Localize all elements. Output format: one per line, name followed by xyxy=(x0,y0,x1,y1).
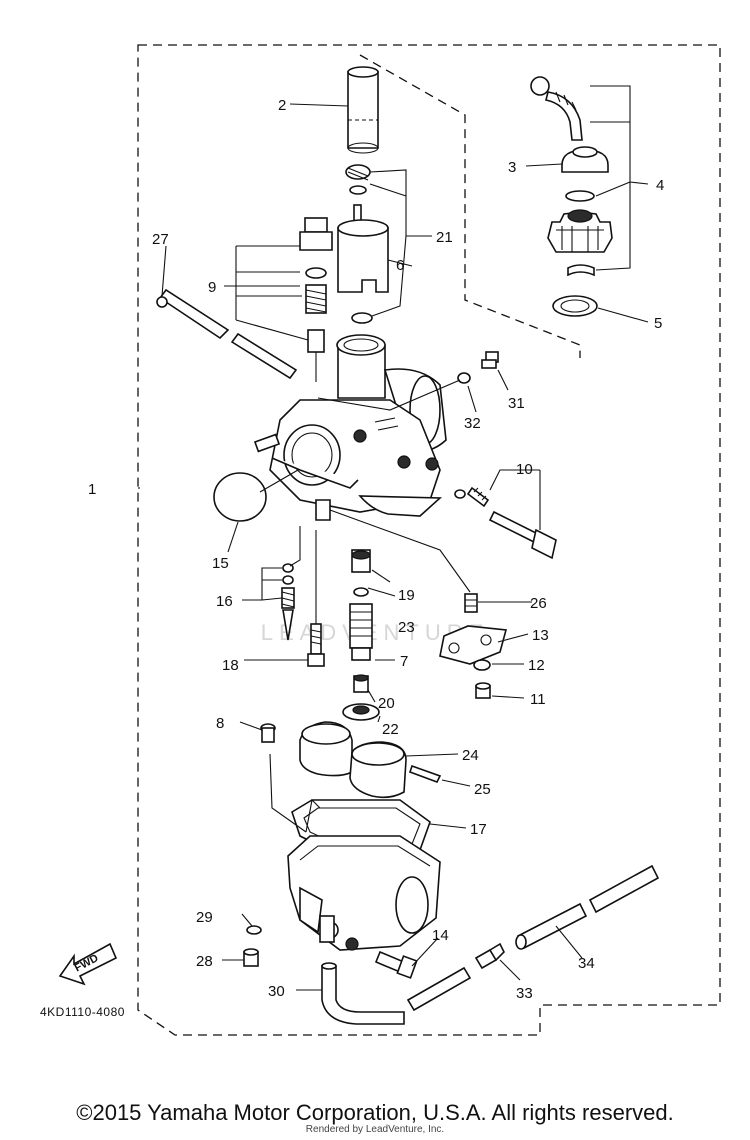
callout-16: 16 xyxy=(216,593,233,610)
hose-segment-lower xyxy=(406,966,472,1012)
part-27-hose xyxy=(156,288,298,380)
assembly-boundary xyxy=(137,44,721,1036)
part-28-plug xyxy=(243,948,259,967)
callout-26: 26 xyxy=(530,595,547,612)
part-23-o-ring xyxy=(353,587,369,597)
part-16-pilot-jet xyxy=(281,563,295,641)
part-22-washer xyxy=(342,703,380,721)
part-7-main-jet-holder xyxy=(349,603,373,661)
callout-18: 18 xyxy=(222,657,239,674)
part-33-fitting xyxy=(474,942,505,970)
part-32-washer xyxy=(457,372,471,384)
callout-17: 17 xyxy=(470,821,487,838)
callout-30: 30 xyxy=(268,983,285,1000)
part-15-o-ring xyxy=(213,472,267,522)
part-34-hose xyxy=(515,864,660,950)
part-19-needle-jet xyxy=(351,549,371,573)
callout-14: 14 xyxy=(432,927,449,944)
callout-29: 29 xyxy=(196,909,213,926)
callout-19: 19 xyxy=(398,587,415,604)
part-10-throttle-stop-screw xyxy=(454,486,557,560)
callout-27: 27 xyxy=(152,231,169,248)
part-2-cable-boot xyxy=(347,66,379,154)
part-13-gasket xyxy=(439,625,508,665)
part-5-gasket xyxy=(552,295,598,317)
callout-10: 10 xyxy=(516,461,533,478)
part-24-float xyxy=(299,721,407,799)
callout-8: 8 xyxy=(216,715,224,732)
part-6-throttle-valve xyxy=(337,219,389,324)
part-18-screw xyxy=(307,623,325,667)
part-4-top-assembly xyxy=(530,76,613,277)
part-25-pin xyxy=(408,764,442,783)
callout-23: 23 xyxy=(398,619,415,636)
part-30-drain-hose xyxy=(321,962,405,1025)
rendered-by-credit: Rendered by LeadVenture, Inc. xyxy=(305,1124,445,1135)
callout-15: 15 xyxy=(212,555,229,572)
fwd-arrow-icon: FWD xyxy=(58,942,118,986)
copyright-notice: ©2015 Yamaha Motor Corporation, U.S.A. A… xyxy=(76,1100,674,1125)
part-1-carburetor-body xyxy=(253,334,447,521)
callout-11: 11 xyxy=(530,691,546,708)
callout-1: 1 xyxy=(88,481,96,498)
part-26-jet xyxy=(464,593,478,613)
part-29-o-ring xyxy=(246,925,262,935)
callout-32: 32 xyxy=(464,415,481,432)
callout-33: 33 xyxy=(516,985,533,1002)
callout-20: 20 xyxy=(378,695,395,712)
callout-7: 7 xyxy=(400,653,408,670)
callout-9: 9 xyxy=(208,279,216,296)
callout-13: 13 xyxy=(532,627,549,644)
callout-24: 24 xyxy=(462,747,479,764)
carburetor-exploded-diagram: LEADVENTURE xyxy=(40,44,721,1036)
part-31-screw xyxy=(481,351,499,369)
callout-28: 28 xyxy=(196,953,213,970)
callout-34: 34 xyxy=(578,955,595,972)
callout-labels: 1 2 3 4 5 6 7 8 9 10 11 12 13 14 15 16 1… xyxy=(88,97,664,1002)
callout-31: 31 xyxy=(508,395,525,412)
callout-22: 22 xyxy=(382,721,399,738)
float-bowl xyxy=(287,835,441,951)
part-12-washer xyxy=(473,659,491,671)
callout-2: 2 xyxy=(278,97,286,114)
callout-21: 21 xyxy=(436,229,453,246)
callout-3: 3 xyxy=(508,159,516,176)
cap-boundary xyxy=(359,54,581,358)
part-14-drain-screw xyxy=(374,950,418,979)
callout-25: 25 xyxy=(474,781,491,798)
figure-code: 4KD1110-4080 xyxy=(40,1005,125,1019)
part-9-air-screw xyxy=(299,217,333,382)
part-20-main-jet xyxy=(353,674,369,693)
part-8-screw xyxy=(260,723,276,743)
callout-6: 6 xyxy=(396,257,404,274)
part-11-screw xyxy=(475,682,491,699)
part-3-cap xyxy=(561,146,609,173)
callout-5: 5 xyxy=(654,315,662,332)
leader-lines xyxy=(138,85,649,991)
callout-12: 12 xyxy=(528,657,545,674)
callout-4: 4 xyxy=(656,177,664,194)
